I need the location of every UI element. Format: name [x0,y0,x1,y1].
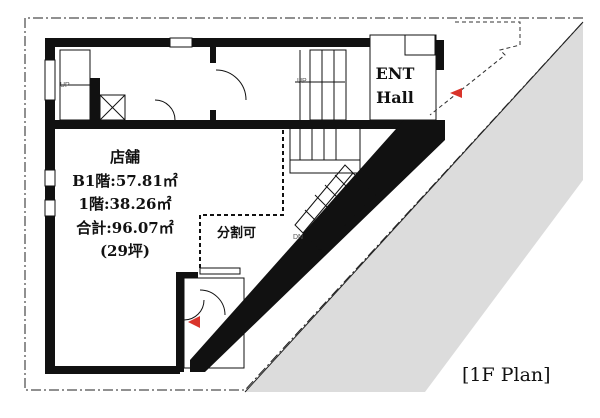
stairs-upper [59,49,347,121]
windows [44,37,241,275]
hall-text: Hall [376,88,414,107]
store-total-area: 合計:96.07㎡ [76,218,174,237]
entry-marker-icon [450,88,462,98]
store-tsubo: (29坪) [99,242,151,260]
outdoor-dashed [429,21,521,116]
ent-text: ENT [375,64,415,83]
store-b1-area: B1階:57.81㎡ [72,171,178,190]
site-boundary [24,17,584,391]
stairs-up-label: UP [297,78,307,85]
road-edge [244,21,584,393]
doors-lower [183,277,245,369]
stairs-up-label: UP [60,82,70,89]
entry-marker-icon [188,316,200,328]
stairs-down-label: DN [293,234,304,241]
store-1f-area: 1階:38.26㎡ [78,195,172,213]
store-title: 店舗 [109,148,140,166]
division-line [199,130,284,270]
plan-label: [1F Plan] [462,364,551,386]
entrance-hall-label: ENT Hall [366,62,424,110]
divisible-label: 分割可 [217,226,257,241]
store-area-label: 店舗 B1階:57.81㎡ 1階:38.26㎡ 合計:96.07㎡ (29坪) [70,146,180,264]
entrance-hall [369,34,437,121]
stairs-lower [289,127,376,251]
sink [404,34,436,56]
